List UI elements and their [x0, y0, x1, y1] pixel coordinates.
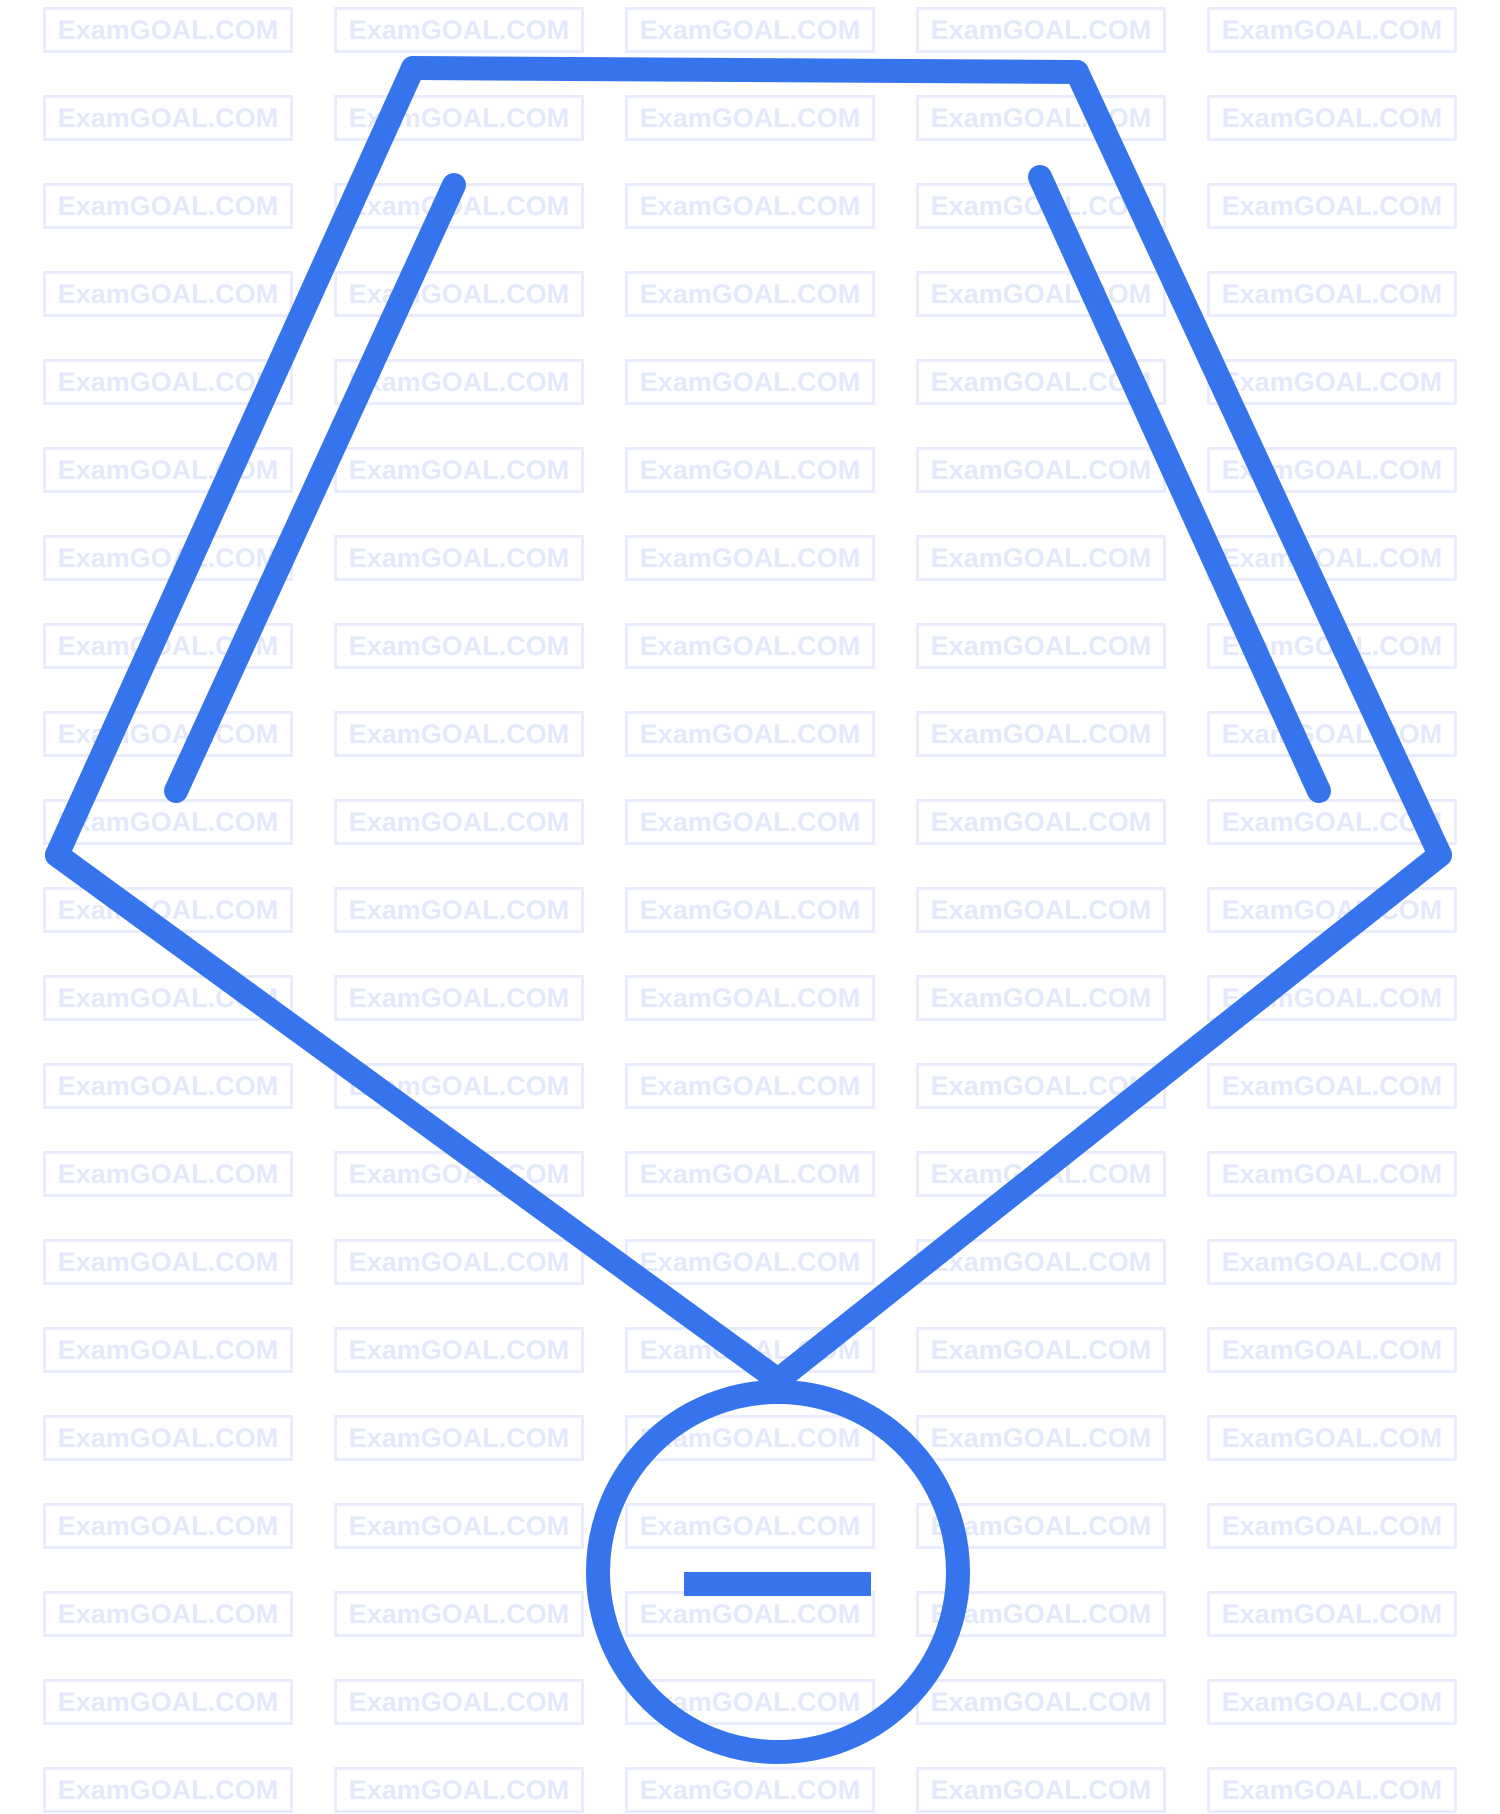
- watermark-tile: ExamGOAL.COM: [625, 975, 875, 1021]
- watermark-tile: ExamGOAL.COM: [43, 359, 293, 405]
- watermark-tile: ExamGOAL.COM: [625, 711, 875, 757]
- watermark-tile: ExamGOAL.COM: [1207, 271, 1457, 317]
- watermark-tile: ExamGOAL.COM: [916, 271, 1166, 317]
- watermark-tile: ExamGOAL.COM: [916, 1327, 1166, 1373]
- watermark-tile: ExamGOAL.COM: [334, 975, 584, 1021]
- watermark-tile: ExamGOAL.COM: [1207, 1503, 1457, 1549]
- watermark-tile: ExamGOAL.COM: [334, 1503, 584, 1549]
- watermark-tile: ExamGOAL.COM: [625, 447, 875, 493]
- watermark-tile: ExamGOAL.COM: [916, 1503, 1166, 1549]
- ring-bond-lower-right: [766, 843, 1452, 1392]
- watermark-tile: ExamGOAL.COM: [43, 183, 293, 229]
- watermark-tile: ExamGOAL.COM: [1207, 799, 1457, 845]
- watermark-tile: ExamGOAL.COM: [916, 535, 1166, 581]
- watermark-tile: ExamGOAL.COM: [625, 359, 875, 405]
- watermark-tile: ExamGOAL.COM: [43, 95, 293, 141]
- watermark-tile: ExamGOAL.COM: [43, 1767, 293, 1813]
- watermark-tile: ExamGOAL.COM: [625, 1151, 875, 1197]
- watermark-tile: ExamGOAL.COM: [334, 1327, 584, 1373]
- watermark-tile: ExamGOAL.COM: [916, 447, 1166, 493]
- watermark-tile: ExamGOAL.COM: [916, 1415, 1166, 1461]
- ring-bond-lower-left: [45, 843, 790, 1392]
- watermark-tile: ExamGOAL.COM: [334, 535, 584, 581]
- watermark-tile: ExamGOAL.COM: [625, 535, 875, 581]
- double-bond-left-inner: [164, 173, 466, 803]
- watermark-tile: ExamGOAL.COM: [916, 623, 1166, 669]
- watermark-tile: ExamGOAL.COM: [916, 1767, 1166, 1813]
- watermark-tile: ExamGOAL.COM: [625, 271, 875, 317]
- watermark-tile: ExamGOAL.COM: [334, 447, 584, 493]
- watermark-tile: ExamGOAL.COM: [334, 623, 584, 669]
- watermark-tile: ExamGOAL.COM: [916, 359, 1166, 405]
- double-bond-right-inner: [1028, 165, 1331, 803]
- watermark-tile: ExamGOAL.COM: [625, 799, 875, 845]
- watermark-tile: ExamGOAL.COM: [1207, 1679, 1457, 1725]
- watermark-tile: ExamGOAL.COM: [916, 711, 1166, 757]
- negative-charge-circle: [586, 1380, 970, 1764]
- watermark-tile: ExamGOAL.COM: [1207, 1415, 1457, 1461]
- watermark-tile: ExamGOAL.COM: [334, 799, 584, 845]
- watermark-tile: ExamGOAL.COM: [43, 535, 293, 581]
- watermark-tile: ExamGOAL.COM: [334, 1679, 584, 1725]
- ring-bond-top: [401, 56, 1089, 84]
- watermark-tile: ExamGOAL.COM: [43, 1239, 293, 1285]
- watermark-tile: ExamGOAL.COM: [916, 1239, 1166, 1285]
- watermark-tile: ExamGOAL.COM: [1207, 1063, 1457, 1109]
- watermark-tile: ExamGOAL.COM: [334, 359, 584, 405]
- watermark-tile: ExamGOAL.COM: [625, 623, 875, 669]
- watermark-tile: ExamGOAL.COM: [334, 1591, 584, 1637]
- watermark-tile: ExamGOAL.COM: [1207, 1239, 1457, 1285]
- ring-bond-upper-left: [45, 56, 425, 867]
- watermark-tile: ExamGOAL.COM: [916, 887, 1166, 933]
- watermark-tile: ExamGOAL.COM: [1207, 95, 1457, 141]
- watermark-tile: ExamGOAL.COM: [625, 1063, 875, 1109]
- watermark-tile: ExamGOAL.COM: [43, 1415, 293, 1461]
- watermark-tile: ExamGOAL.COM: [43, 1679, 293, 1725]
- watermark-tile: ExamGOAL.COM: [334, 7, 584, 53]
- watermark-tile: ExamGOAL.COM: [1207, 1327, 1457, 1373]
- watermark-tile: ExamGOAL.COM: [334, 271, 584, 317]
- watermark-tile: ExamGOAL.COM: [334, 711, 584, 757]
- ring-bond-upper-right: [1065, 60, 1452, 867]
- watermark-tile: ExamGOAL.COM: [334, 1767, 584, 1813]
- watermark-tile: ExamGOAL.COM: [625, 7, 875, 53]
- watermark-tile: ExamGOAL.COM: [916, 1591, 1166, 1637]
- watermark-tile: ExamGOAL.COM: [625, 1503, 875, 1549]
- watermark-tile: ExamGOAL.COM: [43, 799, 293, 845]
- watermark-tile: ExamGOAL.COM: [1207, 1151, 1457, 1197]
- watermark-tile: ExamGOAL.COM: [1207, 887, 1457, 933]
- watermark-tile: ExamGOAL.COM: [625, 1767, 875, 1813]
- watermark-tile: ExamGOAL.COM: [1207, 1591, 1457, 1637]
- watermark-tile: ExamGOAL.COM: [43, 7, 293, 53]
- watermark-tile: ExamGOAL.COM: [1207, 359, 1457, 405]
- watermark-tile: ExamGOAL.COM: [43, 1063, 293, 1109]
- watermark-tile: ExamGOAL.COM: [916, 1679, 1166, 1725]
- watermark-tile: ExamGOAL.COM: [625, 95, 875, 141]
- watermark-tile: ExamGOAL.COM: [334, 1239, 584, 1285]
- watermark-tile: ExamGOAL.COM: [625, 887, 875, 933]
- watermark-tile: ExamGOAL.COM: [1207, 183, 1457, 229]
- watermark-tile: ExamGOAL.COM: [43, 1327, 293, 1373]
- watermark-tile: ExamGOAL.COM: [334, 887, 584, 933]
- watermark-tile: ExamGOAL.COM: [1207, 7, 1457, 53]
- watermark-tile: ExamGOAL.COM: [334, 1415, 584, 1461]
- watermark-tile: ExamGOAL.COM: [1207, 1767, 1457, 1813]
- watermark-tile: ExamGOAL.COM: [916, 7, 1166, 53]
- watermark-tile: ExamGOAL.COM: [916, 799, 1166, 845]
- watermark-tile: ExamGOAL.COM: [625, 183, 875, 229]
- watermark-tile: ExamGOAL.COM: [43, 1591, 293, 1637]
- watermark-tile: ExamGOAL.COM: [1207, 711, 1457, 757]
- watermark-tile: ExamGOAL.COM: [43, 271, 293, 317]
- watermark-tile: ExamGOAL.COM: [43, 1151, 293, 1197]
- watermark-tile: ExamGOAL.COM: [916, 975, 1166, 1021]
- watermark-tile: ExamGOAL.COM: [43, 1503, 293, 1549]
